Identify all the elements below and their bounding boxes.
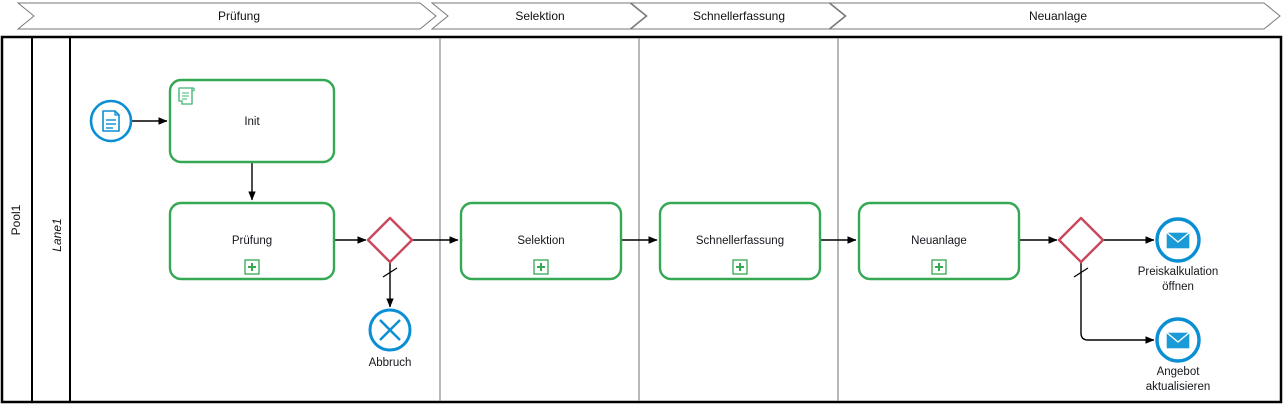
- exclusive-gateway-2[interactable]: [1057, 216, 1105, 264]
- phase-label-pruefung: Prüfung: [218, 9, 260, 23]
- end-event-abbruch[interactable]: Abbruch: [368, 308, 412, 369]
- phase-label-schnellerfassung: Schnellerfassung: [693, 9, 785, 23]
- flow-gw2-angebot[interactable]: [1073, 262, 1155, 344]
- task-neuanlage[interactable]: Neuanlage: [857, 201, 1021, 281]
- task-init-label: Init: [244, 116, 260, 128]
- exclusive-gateway-1[interactable]: [366, 216, 414, 264]
- pool-label: Pool1: [9, 204, 23, 235]
- end-event-angebot-label-line1: Angebot: [1157, 366, 1201, 378]
- task-selektion-label: Selektion: [517, 235, 564, 247]
- phase-chevron-selektion[interactable]: Selektion: [430, 2, 647, 30]
- end-event-abbruch-label: Abbruch: [369, 357, 412, 369]
- subprocess-plus-icon[interactable]: [244, 259, 260, 275]
- phase-chevron-pruefung[interactable]: Prüfung: [16, 2, 437, 30]
- phase-chevron-schnellerfassung[interactable]: Schnellerfassung: [629, 2, 846, 30]
- envelope-icon: [1165, 331, 1191, 350]
- phase-label-neuanlage: Neuanlage: [1029, 9, 1087, 23]
- phase-chevron-neuanlage[interactable]: Neuanlage: [828, 2, 1281, 30]
- end-event-angebot[interactable]: Angebot aktualisieren: [1146, 317, 1211, 393]
- task-init[interactable]: Init: [168, 78, 336, 164]
- phase-header-band: Prüfung Selektion Schnellerfassung Neuan…: [16, 2, 1281, 30]
- task-schnellerfassung[interactable]: Schnellerfassung: [658, 201, 822, 281]
- lane-label-lane1: Lane1: [50, 218, 64, 251]
- subprocess-plus-icon[interactable]: [533, 259, 549, 275]
- task-neuanlage-label: Neuanlage: [911, 235, 967, 247]
- script-task-icon: [178, 87, 195, 105]
- task-pruefung-label: Prüfung: [232, 235, 272, 247]
- cross-icon: [379, 319, 401, 341]
- end-event-preiskalkulation[interactable]: Preiskalkulation öffnen: [1138, 217, 1219, 293]
- flow-gw1-abbruch[interactable]: [382, 262, 398, 308]
- default-flow-marker: [382, 267, 398, 278]
- subprocess-plus-icon[interactable]: [732, 259, 748, 275]
- end-event-angebot-label-line2: aktualisieren: [1146, 381, 1211, 393]
- sequence-flows: [131, 117, 1155, 344]
- default-flow-marker: [1073, 267, 1089, 278]
- end-event-preiskalkulation-label-line2: öffnen: [1162, 281, 1194, 293]
- end-event-preiskalkulation-label-line1: Preiskalkulation: [1138, 266, 1219, 278]
- envelope-icon: [1165, 231, 1191, 250]
- task-schnellerfassung-label: Schnellerfassung: [696, 235, 784, 247]
- task-selektion[interactable]: Selektion: [459, 201, 623, 281]
- subprocess-plus-icon[interactable]: [931, 259, 947, 275]
- document-icon: [102, 110, 120, 132]
- phase-label-selektion: Selektion: [515, 9, 564, 23]
- phase-divider-lines: [439, 38, 839, 401]
- task-pruefung[interactable]: Prüfung: [168, 201, 336, 281]
- start-event-document[interactable]: [89, 99, 133, 143]
